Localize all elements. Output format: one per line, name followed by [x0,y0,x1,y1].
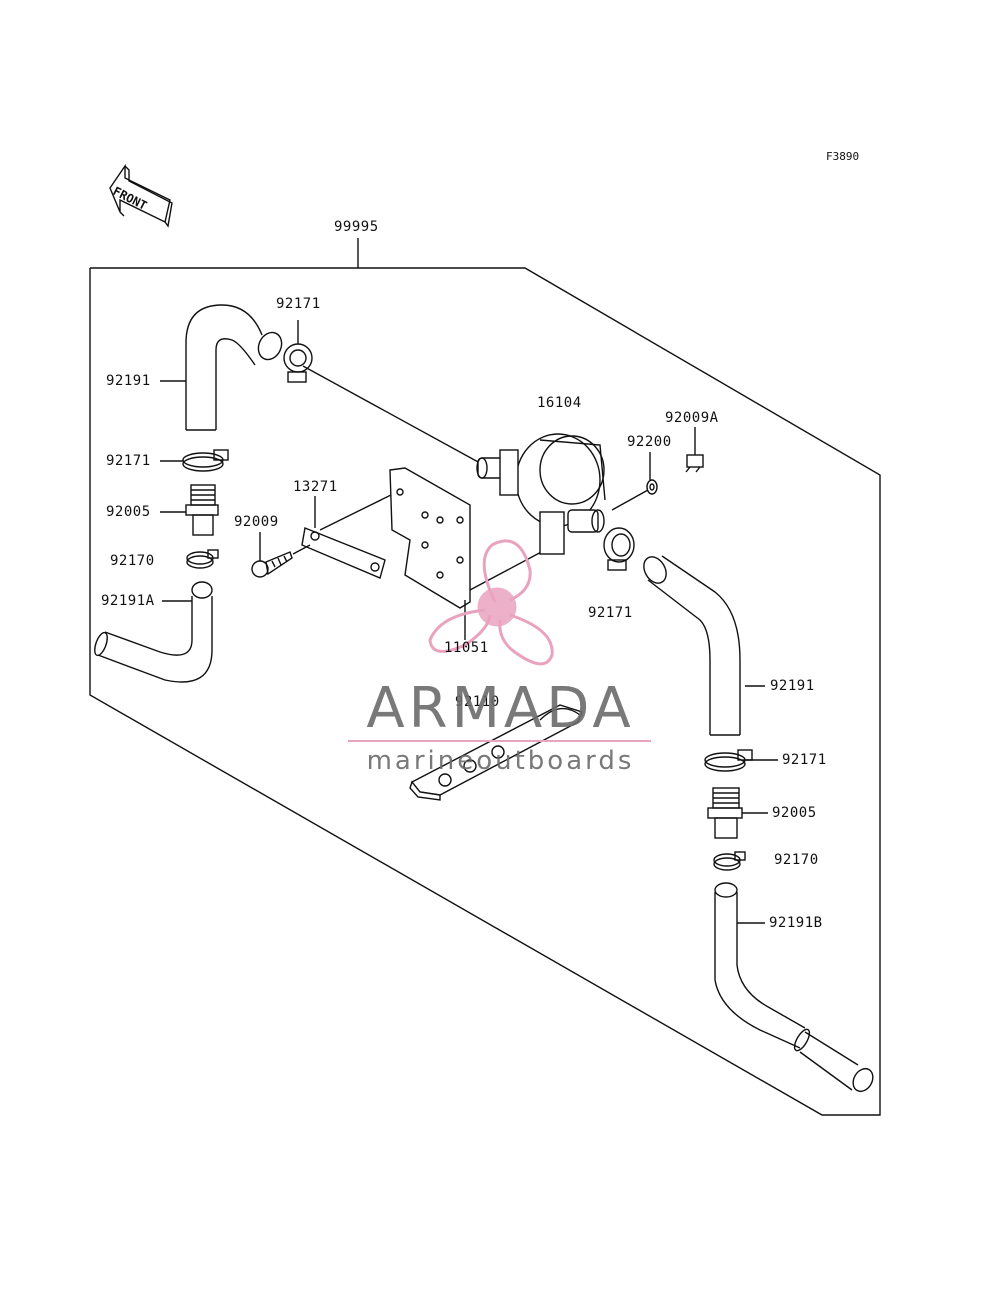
label-clamp-small-right: 92170 [774,852,819,868]
label-hose-left-lower: 92191A [101,593,155,609]
label-plate: 92110 [455,694,500,710]
label-hose-right-lower: 92191B [769,915,823,931]
label-fitting-right: 92005 [772,805,817,821]
hose-right-lower-icon [714,882,874,1093]
label-clamp-top: 92171 [276,296,321,312]
hose-left-upper-icon [185,304,283,431]
clamp-right-icon [704,749,753,772]
label-assembly: 99995 [334,219,379,235]
bolt-a-icon [685,454,704,473]
hose-left-lower-icon [94,581,213,683]
bolt-icon [251,551,293,578]
front-arrow-icon [109,163,173,228]
hose-right-upper-icon [643,555,741,736]
clamp-right-mid-icon [603,527,635,571]
stay-icon [301,527,386,579]
watermark-subtitle: marineoutboards [366,746,635,776]
label-clamp-left: 92171 [106,453,151,469]
plate-icon [409,704,583,801]
washer-icon [646,479,658,495]
clamp-top-icon [283,343,313,383]
label-clamp-small-left: 92170 [110,553,155,569]
label-washer: 92200 [627,434,672,450]
watermark-divider [348,740,651,742]
label-fitting-left: 92005 [106,504,151,520]
label-clamp-right-mid: 92171 [588,605,633,621]
figure-code: F3890 [826,150,860,163]
clamp-small-left-icon [186,549,219,569]
separator-icon [476,433,606,555]
bracket-icon [389,467,546,640]
label-bolt-a: 92009A [665,410,719,426]
fitting-left-icon [185,484,219,536]
assembly-outline [89,267,881,1116]
label-separator: 16104 [537,395,582,411]
fitting-right-icon [707,787,743,839]
label-bolt: 92009 [234,514,279,530]
clamp-small-right-icon [713,851,746,871]
watermark-title: ARMADA [366,676,635,741]
label-hose-left-upper: 92191 [106,373,151,389]
label-hose-right-upper: 92191 [770,678,815,694]
label-stay: 13271 [293,479,338,495]
label-bracket: 11051 [444,640,489,656]
watermark-logo [428,539,554,666]
label-clamp-right: 92171 [782,752,827,768]
clamp-left-icon [182,449,229,472]
